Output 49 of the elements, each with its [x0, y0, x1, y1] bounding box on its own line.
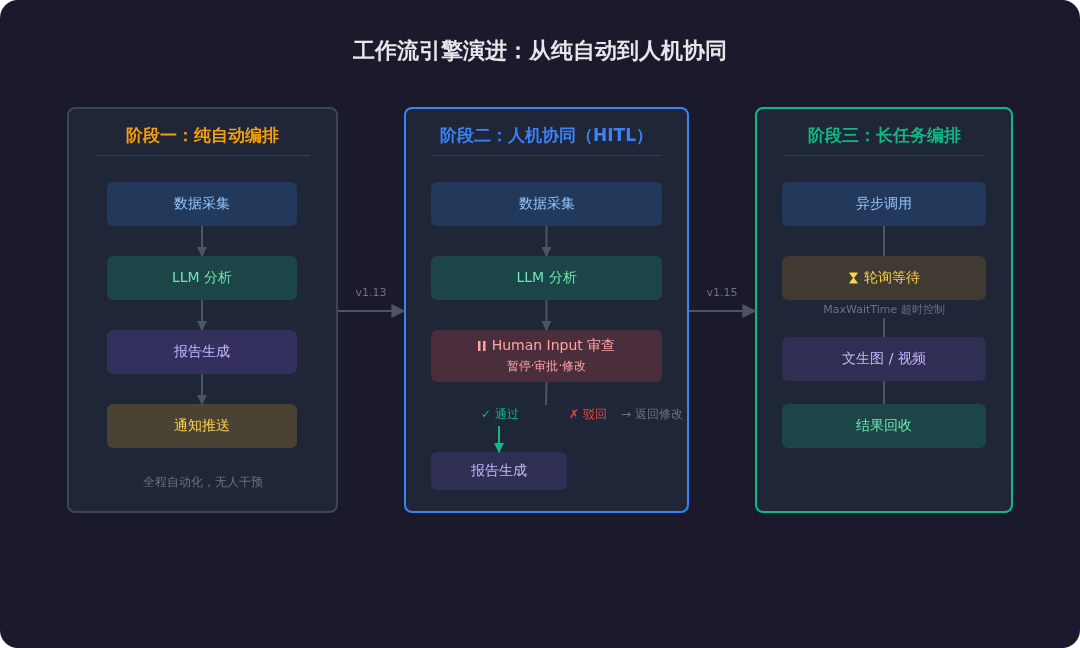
- process-box: [431, 182, 662, 226]
- stage-panel: [755, 107, 1013, 513]
- box-label: 文生图 / 视频: [842, 350, 926, 368]
- panel-note: 全程自动化，无人干预: [141, 474, 264, 491]
- box-label: LLM 分析: [171, 269, 233, 287]
- box-label: 数据采集: [174, 195, 230, 213]
- process-box: [782, 404, 986, 448]
- arrow: [541, 225, 552, 257]
- connector-line: [545, 381, 548, 406]
- arrow: [541, 299, 552, 331]
- process-box: [782, 182, 986, 226]
- arrow: [197, 373, 207, 405]
- process-box: [107, 404, 297, 448]
- stage-panel: [67, 107, 338, 513]
- box-subtitle: 暂停·审批·修改: [506, 358, 587, 375]
- box-label: 轮询等待: [863, 269, 920, 287]
- box-label: 通知推送: [174, 417, 230, 435]
- diagram-title: 工作流引擎演进：从纯自动到人机协同: [352, 37, 728, 65]
- branch-label: ✓ 通过: [474, 405, 526, 423]
- box-label: 结果回收: [856, 417, 912, 435]
- process-box: [431, 452, 567, 490]
- panel-heading: 阶段二：人机协同（HITL）: [439, 124, 654, 147]
- box-label: 异步调用: [856, 195, 912, 213]
- arrow: [337, 304, 406, 318]
- process-box: [431, 256, 662, 300]
- box-label: 报告生成: [174, 343, 230, 361]
- branch-label: → 返回修改: [620, 406, 684, 423]
- connector-line: [883, 317, 885, 338]
- box-label: Human Input 审查: [491, 337, 616, 355]
- process-box: [431, 330, 662, 382]
- process-box: [782, 256, 986, 300]
- panel-heading: 阶段三：长任务编排: [806, 124, 962, 147]
- connector-line: [883, 380, 885, 405]
- box-label: 报告生成: [471, 462, 527, 480]
- process-box: [782, 337, 986, 381]
- arrow: [688, 304, 757, 318]
- box-note: MaxWaitTime 超时控制: [822, 302, 946, 317]
- branch-label: ✗ 驳回: [568, 406, 608, 423]
- process-box: [107, 182, 297, 226]
- process-box: [107, 256, 297, 300]
- stage-panel: [404, 107, 689, 513]
- arrow: [197, 225, 207, 257]
- process-box: [107, 330, 297, 374]
- connector-line: [883, 225, 885, 257]
- panel-heading: 阶段一：纯自动编排: [125, 124, 280, 147]
- arrow: [197, 299, 207, 331]
- box-label: 数据采集: [518, 195, 575, 213]
- arrow: [494, 425, 504, 453]
- box-label: LLM 分析: [516, 269, 577, 287]
